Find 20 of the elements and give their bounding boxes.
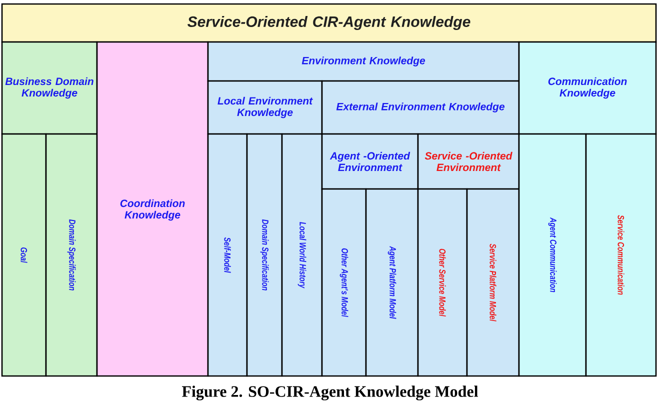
category-box: External Environment Knowledge — [321, 80, 520, 135]
category-box: Agent -Oriented Environment — [321, 133, 419, 190]
category-box: Service -Oriented Environment — [417, 133, 520, 190]
item-box: Local World History — [281, 133, 323, 377]
item-box: Other Agent's Model — [321, 188, 367, 377]
item-box: Domain Specification — [246, 133, 283, 377]
item-box: Agent Platform Model — [365, 188, 419, 377]
category-box: Business Domain Knowledge — [1, 41, 98, 135]
category-box: Local Environment Knowledge — [207, 80, 323, 135]
item-box: Agent Communication — [518, 133, 587, 377]
item-box: Other Service Model — [417, 188, 468, 377]
item-box: Domain Specification — [45, 133, 98, 377]
item-box: Service Platform Model — [466, 188, 520, 377]
item-box: Self-Model — [207, 133, 248, 377]
item-box: Service Communication — [585, 133, 657, 377]
item-box: Goal — [1, 133, 47, 377]
category-box: Coordination Knowledge — [96, 41, 209, 377]
category-box: Communication Knowledge — [518, 41, 657, 135]
title-band: Service-Oriented CIR-Agent Knowledge — [1, 3, 657, 43]
figure-caption: Figure 2. SO-CIR-Agent Knowledge Model — [182, 386, 478, 400]
